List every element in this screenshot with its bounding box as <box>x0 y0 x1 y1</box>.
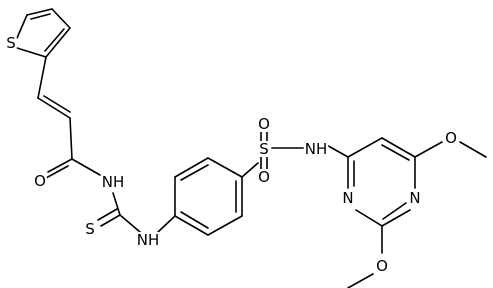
bond-ct-s-inner <box>97 208 118 221</box>
atom-label-backdrop <box>135 232 161 248</box>
atom-labels: S O NH S NH O S O NH N N O O <box>6 34 457 275</box>
atom-o-carbonyl: O <box>34 172 46 190</box>
bond-nh-ct <box>112 192 121 216</box>
bond-b6-b1-inner <box>180 211 209 229</box>
bond-b3-b4 <box>207 157 243 178</box>
atom-label-backdrop <box>33 173 47 189</box>
bond-c4-c5-inner <box>44 28 65 52</box>
bond-c5-s1 <box>16 47 47 58</box>
atom-n-pyrimidine-left: N <box>342 189 353 207</box>
bond-n-p5 <box>381 209 411 227</box>
atom-o-methoxy-top: O <box>445 129 457 147</box>
bond-nh2-aryl <box>157 215 176 233</box>
bond-c2-c3-inner <box>30 13 51 20</box>
atom-n-pyrimidine-right: N <box>409 189 420 207</box>
atom-label-backdrop <box>444 130 458 146</box>
atom-s-thioxo: S <box>85 220 95 238</box>
bond-cc-o-inner <box>45 165 69 179</box>
bond-n-p5-inner <box>382 202 407 220</box>
bond-c4-c5 <box>45 27 71 58</box>
bond-ome-ch3 <box>459 141 487 158</box>
bond-p2-p3 <box>381 137 416 158</box>
atom-o-sulfonyl-top: O <box>258 115 270 133</box>
bond-cc-o <box>47 158 73 173</box>
atom-label-backdrops <box>5 35 458 274</box>
atom-label-backdrop <box>258 141 270 157</box>
bond-ct-nh2 <box>119 214 141 233</box>
bond-b5-b6 <box>207 215 243 236</box>
bond-cb-cc <box>69 117 73 160</box>
atom-nh-aryl: NH <box>137 231 160 249</box>
bond-p1-p2 <box>347 137 383 158</box>
atom-nh-amide: NH <box>102 173 125 191</box>
atom-nh-sulfonamide: NH <box>305 140 328 158</box>
bond-b4-s <box>241 162 259 178</box>
bonds <box>16 8 487 288</box>
atom-label-backdrop <box>375 258 389 274</box>
atom-o-methoxy-bottom: O <box>376 257 388 275</box>
atom-label-backdrop <box>5 35 17 51</box>
bond-b2-b3-inner <box>180 164 209 181</box>
bond-ct-s <box>100 214 121 227</box>
atom-label-backdrop <box>257 169 271 185</box>
bond-s1-c2 <box>16 14 28 39</box>
bond-c5-ca <box>37 56 47 99</box>
bond-c2-c3 <box>26 8 53 16</box>
bond-ome2-ch3 <box>347 273 374 288</box>
atom-label-backdrop <box>303 141 329 157</box>
bond-b2-b3 <box>174 157 209 178</box>
bond-p3-ome <box>414 141 443 158</box>
atom-label-backdrop <box>408 190 422 206</box>
atom-label-backdrop <box>84 221 96 237</box>
atom-label-backdrop <box>341 190 355 206</box>
bond-p5-n2 <box>355 209 383 227</box>
bond-p2-p3-inner <box>381 144 410 161</box>
bond-cc-nh <box>71 158 101 176</box>
atom-label-backdrop <box>257 116 271 132</box>
atom-label-backdrop <box>100 174 126 190</box>
bond-b6-b1 <box>174 215 209 236</box>
atom-s-sulfonyl: S <box>259 140 269 158</box>
atom-o-sulfonyl-bottom: O <box>258 168 270 186</box>
bond-c3-c4 <box>51 8 71 29</box>
bond-ca-cb <box>37 97 71 119</box>
bond-ca-cb-inner <box>43 95 71 113</box>
atom-s-thiophene: S <box>6 34 16 52</box>
